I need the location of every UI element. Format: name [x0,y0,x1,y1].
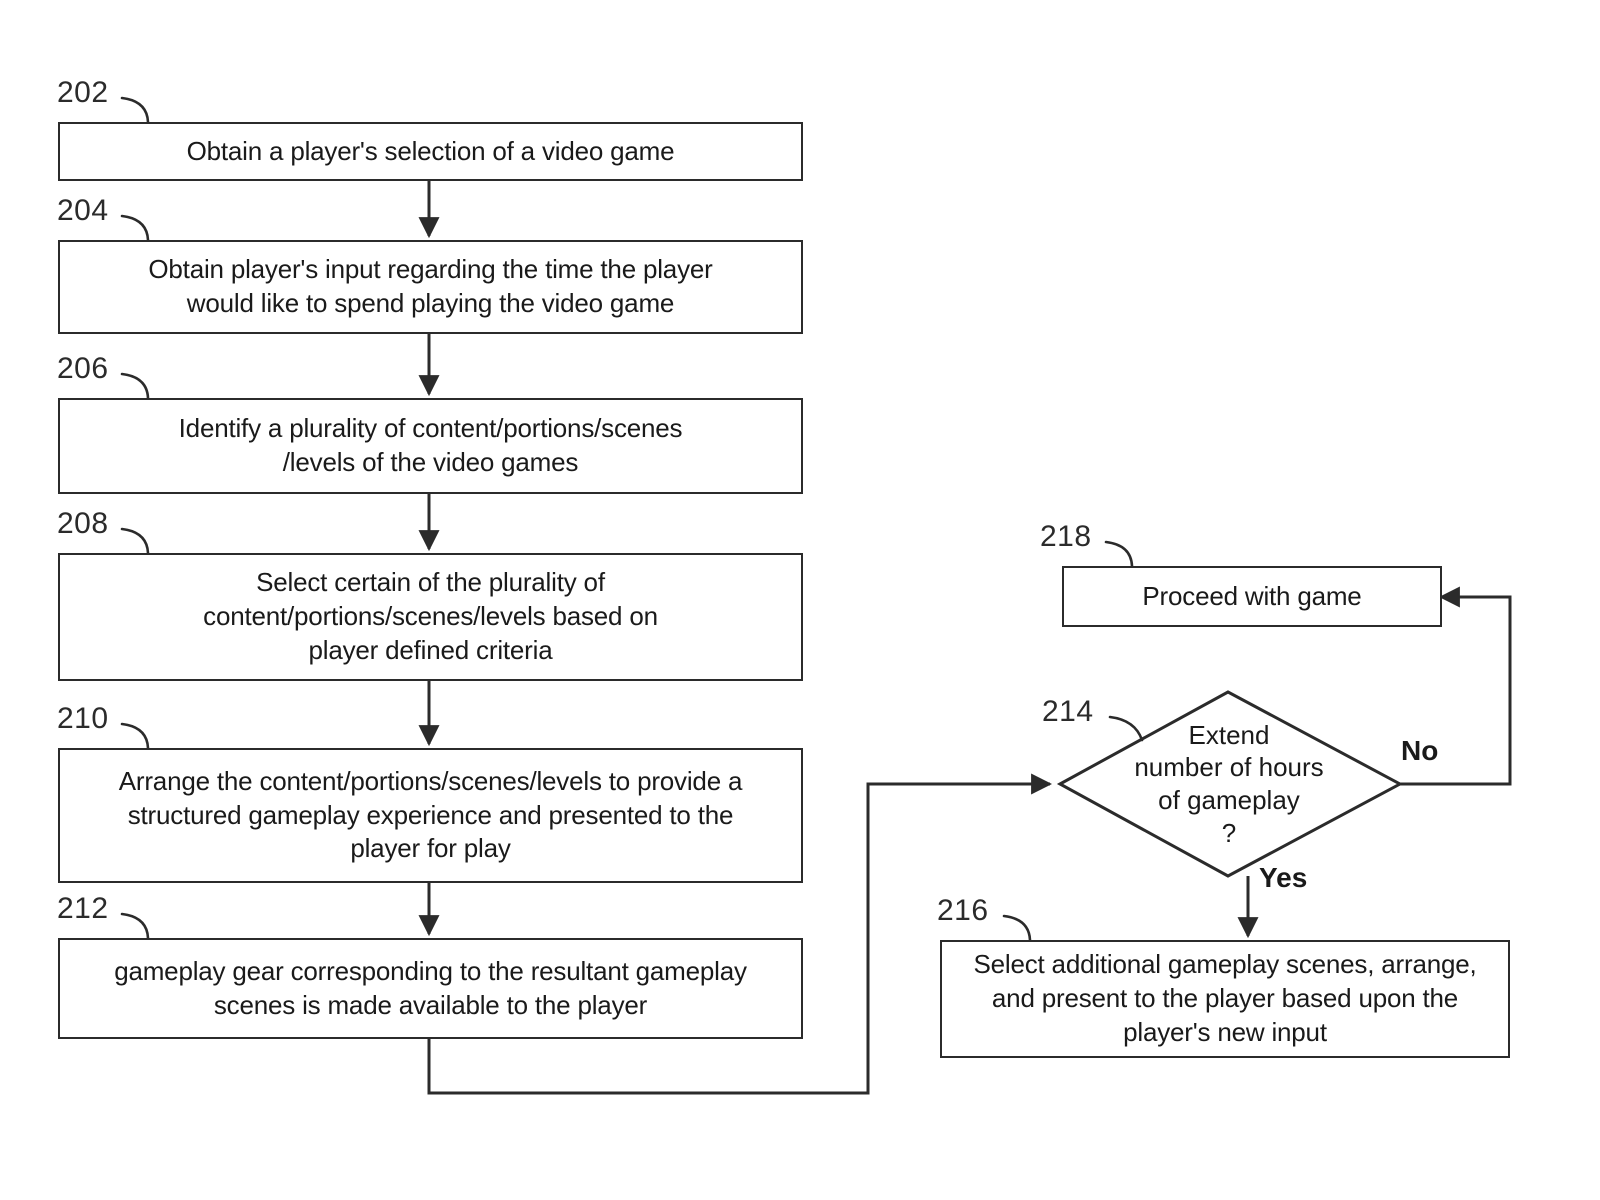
ref-label-216: 216 [937,894,989,927]
leader-216 [1002,914,1032,942]
process-box-204-text: Obtain player's input regarding the time… [148,254,713,318]
process-box-202[interactable]: Obtain a player's selection of a video g… [58,122,803,181]
process-box-210-text: Arrange the content/portions/scenes/leve… [118,765,743,864]
process-box-206[interactable]: Identify a plurality of content/portions… [58,398,803,494]
process-box-208[interactable]: Select certain of the plurality of conte… [58,553,803,681]
process-box-212-text: gameplay gear corresponding to the resul… [114,955,747,1020]
process-box-212[interactable]: gameplay gear corresponding to the resul… [58,938,803,1039]
leader-206 [120,372,150,400]
process-box-202-text: Obtain a player's selection of a video g… [186,135,675,166]
leader-202 [120,96,150,124]
leader-204 [120,214,150,242]
decision-214[interactable]: Extend number of hours of gameplay ? [1098,700,1360,868]
process-box-204[interactable]: Obtain player's input regarding the time… [58,240,803,334]
leader-208 [120,527,150,555]
leader-218 [1104,540,1134,568]
leader-212 [120,912,150,940]
process-box-218-text: Proceed with game [1142,580,1362,611]
edge-214-218-no [1400,586,1512,786]
edge-label-no: No [1401,735,1439,766]
process-box-216[interactable]: Select additional gameplay scenes, arran… [940,940,1510,1058]
edge-212-214 [427,773,1053,1095]
edge-label-yes: Yes [1259,862,1308,893]
leader-210 [120,722,150,750]
ref-label-204: 204 [57,194,109,227]
leader-214 [1108,715,1144,742]
decision-214-shape [1056,690,1404,878]
ref-label-212: 212 [57,892,109,925]
process-box-218[interactable]: Proceed with game [1062,566,1442,627]
process-box-216-text: Select additional gameplay scenes, arran… [973,949,1477,1047]
ref-label-206: 206 [57,352,109,385]
decision-214-text: Extend number of hours of gameplay ? [1134,719,1324,848]
process-box-210[interactable]: Arrange the content/portions/scenes/leve… [58,748,803,883]
ref-label-214: 214 [1042,695,1094,728]
ref-label-202: 202 [57,76,109,109]
ref-label-218: 218 [1040,520,1092,553]
ref-label-208: 208 [57,507,109,540]
process-box-206-text: Identify a plurality of content/portions… [178,413,683,477]
ref-label-210: 210 [57,702,109,735]
process-box-208-text: Select certain of the plurality of conte… [203,567,658,665]
